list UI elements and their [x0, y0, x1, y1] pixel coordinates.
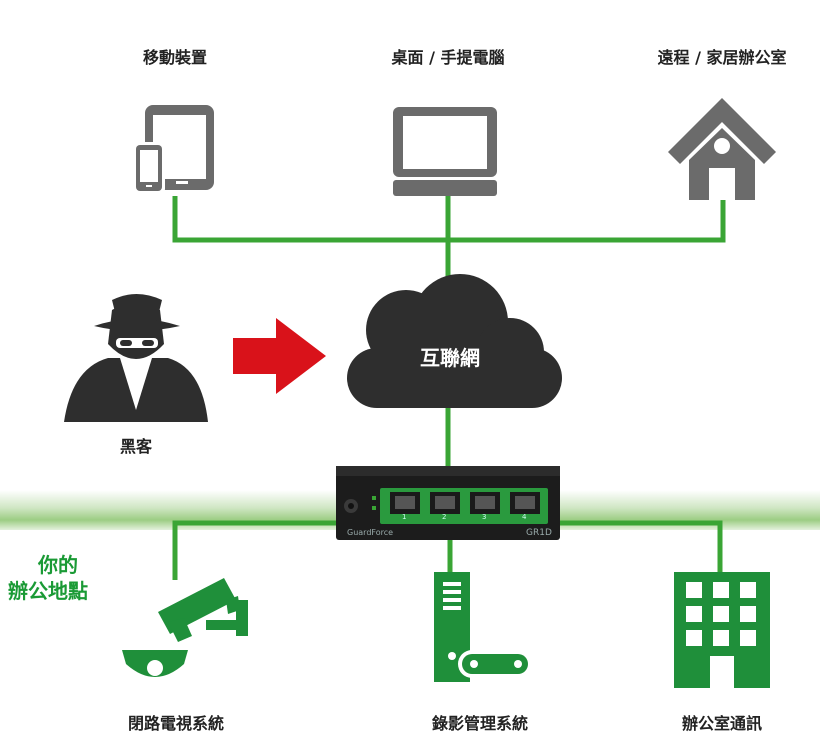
- port-label-2: 2: [442, 513, 447, 521]
- label-cctv: 閉路電視系統: [127, 714, 225, 733]
- hacker-icon: [64, 294, 208, 422]
- security-camera-icon: [122, 578, 248, 677]
- server-icon: [434, 572, 532, 682]
- port-label-1: 1: [402, 513, 407, 521]
- label-remote: 遠程 / 家居辦公室: [657, 48, 787, 67]
- label-mobile: 移動裝置: [142, 48, 208, 67]
- office-location-line2: 辦公地點: [8, 579, 88, 603]
- label-desktop: 桌面 / 手提電腦: [391, 48, 505, 67]
- device-model: GR1D: [526, 528, 552, 538]
- network-appliance-icon: [336, 466, 560, 540]
- port-label-3: 3: [482, 513, 487, 521]
- label-internet: 互聯網: [420, 346, 480, 370]
- label-recorder: 錄影管理系統: [431, 714, 529, 733]
- label-office-comm: 辦公室通訊: [681, 714, 763, 733]
- label-hacker: 黑客: [119, 437, 153, 456]
- home-icon: [668, 98, 776, 200]
- office-location-label: 你的 辦公地點: [8, 552, 88, 604]
- arrow-right-icon: [233, 318, 326, 394]
- cloud-icon: [347, 274, 562, 408]
- device-brand: GuardForce: [347, 528, 394, 537]
- laptop-icon: [393, 107, 497, 196]
- tablet-phone-icon: [133, 105, 214, 194]
- office-location-line1: 你的: [38, 553, 78, 577]
- port-label-4: 4: [522, 513, 527, 521]
- office-building-icon: [674, 572, 770, 688]
